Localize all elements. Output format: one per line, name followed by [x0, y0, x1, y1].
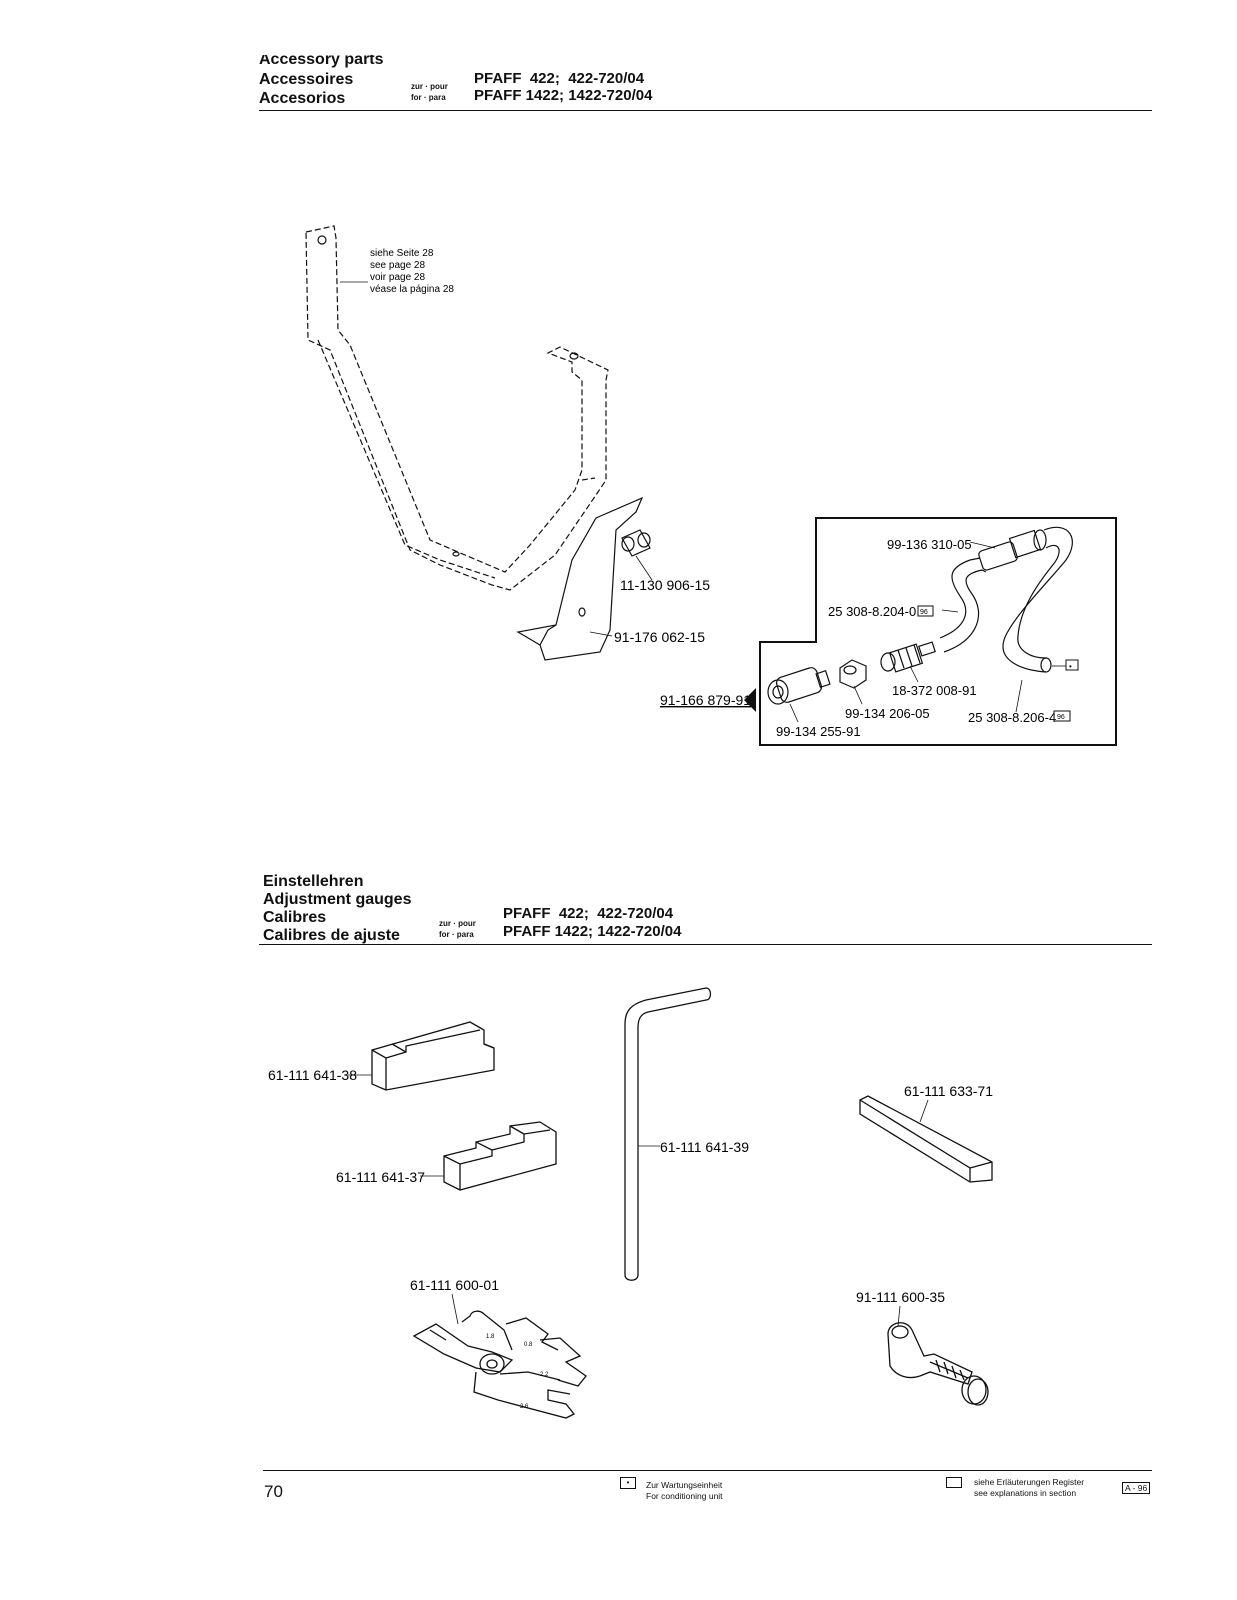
conditioning-unit-box [759, 517, 1117, 746]
hose-parts [767, 526, 1079, 723]
l-key-641-39 [624, 987, 712, 1281]
gauge-label-600-35: 91-111 600-35 [856, 1289, 945, 1305]
note-line-1: siehe Seite 28 [370, 248, 434, 259]
section1-title-en: Accessory parts [259, 51, 384, 68]
gauge-label-600-01: 61-111 600-01 [410, 1277, 499, 1293]
bar-gauge-633-71 [859, 1095, 993, 1183]
badge-96-a [917, 605, 934, 617]
conditioning-unit-icon: • [620, 1477, 636, 1489]
bracket-drawing [305, 225, 653, 661]
part-label-91-166-879-91: 91-166 879-91 [660, 692, 751, 708]
gauge-label-641-37: 61-111 641-37 [336, 1169, 425, 1185]
badge-96-b-text: 96 [1057, 714, 1065, 721]
section1-model-2: PFAFF 1422; 1422-720/04 [474, 87, 653, 104]
badge-96-a-text: 96 [920, 609, 928, 616]
section2-for-label-2: for · para [439, 930, 474, 939]
gauge-label-633-71: 61-111 633-71 [904, 1083, 993, 1099]
part-label-25-308-8-204-0: 25 308-8.204-0 [828, 604, 916, 619]
section1-header: Accessory parts Accessoires Accesorios z… [259, 55, 1159, 112]
part-label-25-308-8-206-4: 25 308-8.206-4 [968, 710, 1056, 725]
section2-header: Einstellehren Adjustment gauges Calibres… [263, 872, 1163, 946]
section2-title-en: Adjustment gauges [263, 891, 412, 908]
note-line-4: véase la página 28 [370, 284, 454, 295]
section2-for-label-1: zur · pour [439, 919, 476, 928]
fork-gauge-600-01 [412, 1310, 587, 1419]
part-label-91-176-062-15: 91-176 062-15 [614, 629, 705, 645]
gauge-label-641-38: 61-111 641-38 [268, 1067, 357, 1083]
footer-expl-line-1: siehe Erläuterungen Register [974, 1477, 1085, 1487]
gauge-mark-1: 1.8 [486, 1334, 495, 1340]
gauge-block-641-37 [443, 1121, 557, 1191]
accessory-parts-diagram: siehe Seite 28 see page 28 voir page 28 … [305, 225, 1117, 746]
clamp-gauge-600-35 [887, 1322, 989, 1406]
part-label-99-134-206-05: 99-134 206-05 [845, 706, 930, 721]
part-label-18-372-008-91: 18-372 008-91 [892, 683, 977, 698]
footer-rule [263, 1470, 1152, 1471]
footer-unit-line-1: Zur Wartungseinheit [646, 1480, 723, 1490]
footer-unit-line-2: For conditioning unit [646, 1491, 723, 1501]
pointer-arrow [744, 688, 756, 712]
part-label-99-136-310-05: 99-136 310-05 [887, 537, 972, 552]
section1-rule [259, 110, 1152, 111]
section2-title-de: Einstellehren [263, 873, 364, 890]
footer-expl-line-2: see explanations in section [974, 1488, 1077, 1498]
section2-model-1: PFAFF 422; 422-720/04 [503, 905, 674, 922]
adjustment-gauges-diagram: 61-111 641-38 61-111 641-37 61-111 641-3… [268, 987, 993, 1419]
footer-section-ref: A - 96 [1122, 1482, 1151, 1494]
section1-title-es: Accesorios [259, 90, 346, 107]
gauge-mark-2: 0.8 [524, 1342, 533, 1348]
badge-96-b [1053, 710, 1071, 722]
section1-for-label-2: for · para [411, 93, 446, 102]
gauge-label-641-39: 61-111 641-39 [660, 1139, 749, 1155]
note-line-3: voir page 28 [370, 272, 425, 283]
section2-model-2: PFAFF 1422; 1422-720/04 [503, 923, 682, 940]
section2-title-es: Calibres de ajuste [263, 927, 400, 944]
section2-rule [259, 944, 1152, 945]
page-number: 70 [264, 1482, 283, 1501]
section1-model-1: PFAFF 422; 422-720/04 [474, 70, 645, 87]
part-label-11-130-906-15: 11-130 906-15 [620, 577, 710, 593]
note-line-2: see page 28 [370, 260, 425, 271]
section2-title-fr: Calibres [263, 909, 327, 926]
register-icon [946, 1477, 962, 1488]
gauge-mark-4: 2.6 [520, 1404, 529, 1410]
section1-for-label-1: zur · pour [411, 82, 448, 91]
conditioning-unit-marker: • [1069, 662, 1072, 671]
gauge-block-641-38 [371, 1021, 495, 1091]
gauge-mark-3: 2.2 [540, 1372, 549, 1378]
part-label-99-134-255-91: 99-134 255-91 [776, 724, 861, 739]
section1-title-fr: Accessoires [259, 71, 354, 88]
